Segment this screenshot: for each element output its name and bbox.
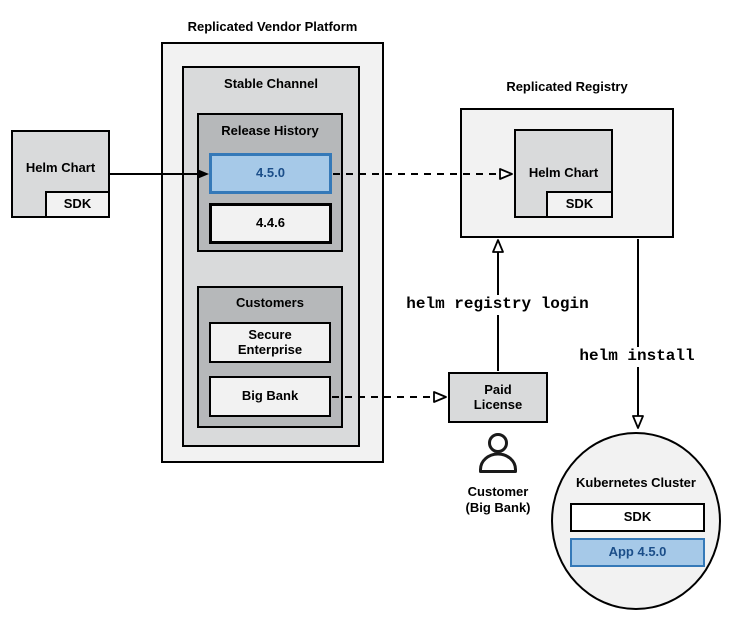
registry-sdk-box: SDK (546, 191, 613, 218)
cluster-sdk-box: SDK (570, 503, 705, 532)
helm-chart-source-sdk-box: SDK (45, 191, 110, 218)
customers-title: Customers (236, 295, 304, 310)
cluster-app-box: App 4.5.0 (570, 538, 705, 567)
customer-big-bank-box: Big Bank (209, 376, 331, 417)
registry-title: Replicated Registry (506, 79, 628, 94)
paid-license-box: Paid License (448, 372, 548, 423)
helm-chart-source-label: Helm Chart (25, 159, 96, 175)
customer-secure-enterprise-box: Secure Enterprise (209, 322, 331, 363)
release-history-title: Release History (221, 123, 319, 138)
release-version-446-box: 4.4.6 (209, 203, 332, 244)
helm-registry-login-command: helm registry login (400, 295, 595, 315)
vendor-platform-title: Replicated Vendor Platform (187, 19, 358, 34)
customer-label: Customer (Big Bank) (465, 484, 531, 515)
kubernetes-cluster-title: Kubernetes Cluster (576, 475, 696, 490)
stable-channel-title: Stable Channel (224, 76, 318, 91)
helm-install-command: helm install (572, 347, 702, 367)
release-version-450-box: 4.5.0 (209, 153, 332, 194)
